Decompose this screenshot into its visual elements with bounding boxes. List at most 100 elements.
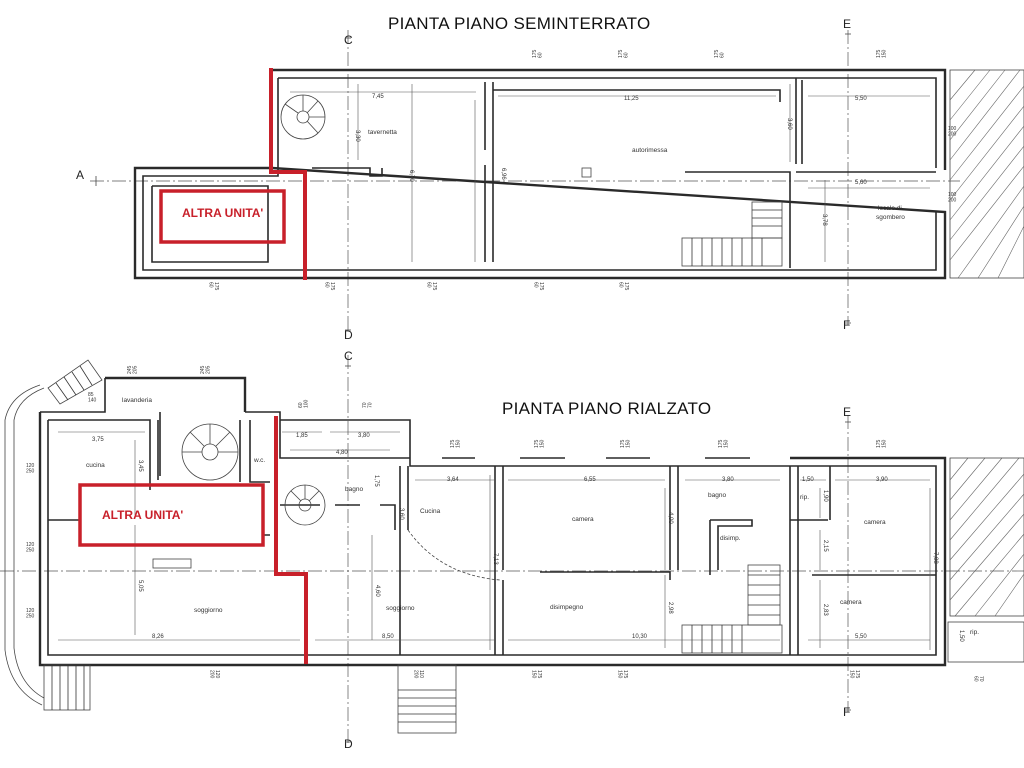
dim-696: 6,96 <box>500 168 506 180</box>
dim-670: 6,70 <box>408 170 414 182</box>
dim-480: 4,80 <box>336 450 348 456</box>
axis-label-d-bottom: D <box>344 737 353 751</box>
axis-label-e-bottom: E <box>843 405 851 419</box>
dim-150b: 1,50 <box>958 630 964 642</box>
win-ground-175-2: 175150 <box>534 439 546 448</box>
dim-708: 7,08 <box>932 552 938 564</box>
win-ground-175-5: 175150 <box>876 439 888 448</box>
room-bagno-right: bagno <box>708 492 726 499</box>
win-basement-bottom-5: 17560 <box>618 282 630 291</box>
dim-505: 5,05 <box>137 580 143 592</box>
ramp-hatch-basement <box>949 69 1024 279</box>
other-unit-label-basement: ALTRA UNITA' <box>182 206 263 220</box>
win-ground-70: 7070 <box>362 402 374 408</box>
dim-345: 3,45 <box>137 460 143 472</box>
dim-400: 4,00 <box>667 512 673 524</box>
axis-label-f-bottom: F <box>843 705 850 719</box>
win-ground-175-1: 175150 <box>450 439 462 448</box>
dim-175: 1,75 <box>373 475 379 487</box>
basement-plan <box>133 68 1024 280</box>
other-unit-boundary-basement <box>269 68 307 280</box>
dim-460: 4,60 <box>374 585 380 597</box>
axis-label-a: A <box>76 168 84 182</box>
axis-label-d-top: D <box>344 328 353 342</box>
room-cucina-left: cucina <box>86 462 105 469</box>
axis-label-f-top: F <box>843 318 850 332</box>
axis-label-c-bottom: C <box>344 349 353 363</box>
section-axes <box>0 30 1024 745</box>
win-ground-175-8: 175150 <box>849 670 861 679</box>
dim-390: 3,90 <box>876 477 888 483</box>
win-ground-70b: 7060 <box>973 676 985 682</box>
win-basement-bottom-1: 17560 <box>208 282 220 291</box>
room-rip-b: rip. <box>970 629 979 636</box>
room-soggiorno-left: soggiorno <box>194 607 223 614</box>
dim-190: 1,90 <box>822 490 828 502</box>
win-ground-60: 60100 <box>298 399 310 408</box>
ground-floor-plan <box>4 359 1024 734</box>
other-unit-box-basement <box>159 189 286 244</box>
win-ground-175-3: 175150 <box>620 439 632 448</box>
win-ground-245-2: 245205 <box>200 365 212 374</box>
win-basement-bottom-4: 17560 <box>533 282 545 291</box>
room-camera-r2: camera <box>840 599 862 606</box>
entry-steps <box>397 664 457 734</box>
dim-150: 1,50 <box>802 477 814 483</box>
spiral-stair-ground-left <box>181 423 239 481</box>
win-ground-120d: 120200 <box>209 670 221 679</box>
spiral-stair-ground-right <box>284 484 326 526</box>
room-rip-a: rip. <box>800 494 809 501</box>
dim-713: 7,13 <box>492 553 498 565</box>
dim-655: 6,55 <box>584 477 596 483</box>
external-stair-top-left <box>47 359 103 405</box>
stair-ground <box>681 564 783 654</box>
win-basement-bottom-2: 17560 <box>324 282 336 291</box>
room-cucina-mid: Cucina <box>420 508 441 515</box>
dim-330: 3,30 <box>354 130 360 142</box>
win-ground-175-4: 175150 <box>718 439 730 448</box>
win-basement-bottom-3: 17560 <box>426 282 438 291</box>
dim-826: 8,26 <box>152 634 164 640</box>
room-camera-mid: camera <box>572 516 594 523</box>
dim-360: 3,60 <box>786 118 792 130</box>
other-unit-label-ground: ALTRA UNITA' <box>102 508 183 522</box>
room-locale-line1: locale di <box>878 205 902 212</box>
win-basement-top-1: 17560 <box>532 49 544 58</box>
dim-298: 2,98 <box>667 602 673 614</box>
win-basement-top-3: 17560 <box>714 49 726 58</box>
dim-745: 7,45 <box>372 94 384 100</box>
dim-380b: 3,80 <box>722 477 734 483</box>
room-disimp: disimp. <box>720 535 741 542</box>
room-bagno-mid: bagno <box>345 486 363 493</box>
room-camera-r1: camera <box>864 519 886 526</box>
window-labels: 17560 17560 17560 175150 17560 17560 175… <box>26 49 984 681</box>
dim-1030: 10,30 <box>632 634 648 640</box>
ramp-hatch-ground <box>947 457 1024 663</box>
dim-560: 5,60 <box>855 180 867 186</box>
axis-label-e-top: E <box>843 17 851 31</box>
room-tavernetta: tavernetta <box>368 129 397 136</box>
room-locale-line2: sgombero <box>876 214 905 221</box>
stair-basement <box>681 201 783 267</box>
basement-plan-title: PIANTA PIANO SEMINTERRATO <box>388 14 651 33</box>
win-ground-175-7: 175150 <box>617 670 629 679</box>
win-ground-245-1: 245205 <box>127 365 139 374</box>
win-basement-top-2: 17560 <box>618 49 630 58</box>
spiral-stair-basement <box>280 94 326 140</box>
win-basement-top-4: 175150 <box>876 49 888 58</box>
dim-380a: 3,80 <box>358 433 370 439</box>
dim-1125: 11,25 <box>624 96 639 102</box>
win-ground-110: 110200 <box>413 670 425 679</box>
room-autorimessa: autorimessa <box>632 147 668 154</box>
other-unit-boundary-ground <box>274 416 308 664</box>
dim-378: 3,78 <box>821 214 827 226</box>
ground-floor-plan-title: PIANTA PIANO RIALZATO <box>502 399 711 418</box>
room-lavanderia: lavanderia <box>122 397 152 404</box>
room-wc: w.c. <box>253 457 265 464</box>
